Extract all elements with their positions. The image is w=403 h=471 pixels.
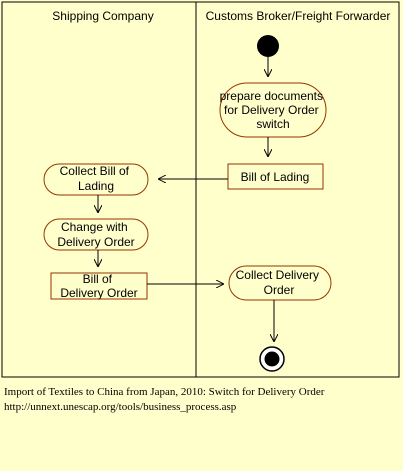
bill-delivery-line-1: Bill of: [83, 272, 113, 286]
object-bill-of-lading: [227, 163, 324, 190]
activity-collect-bill-of-lading-label: Collect Bill of Lading: [60, 164, 133, 193]
activity-collect-delivery-order-label: Collect Delivery Order: [236, 268, 323, 297]
prepare-documents-line-3: switch: [256, 117, 289, 131]
caption-title: Import of Textiles to China from Japan, …: [4, 386, 325, 398]
object-bill-of-delivery-order: [50, 272, 148, 300]
collect-delivery-line-2: Order: [264, 283, 295, 297]
activity-prepare-documents: [219, 82, 327, 138]
activity-collect-delivery-order: [228, 265, 332, 301]
lane-title-shipping-company: Shipping Company: [52, 9, 153, 23]
object-bill-of-lading-label: Bill of Lading: [241, 170, 310, 184]
swimlane-frame: [1, 1, 400, 378]
prepare-documents-line-1: prepare documents: [220, 89, 323, 103]
activity-collect-bill-of-lading: [43, 163, 149, 196]
object-bill-of-delivery-order-label: Bill of Delivery Order: [60, 272, 137, 300]
collect-bill-line-2: Lading: [78, 179, 114, 193]
activity-change-with-delivery-order: [43, 218, 149, 251]
bill-delivery-line-2: Delivery Order: [60, 286, 137, 300]
figure-caption: Import of Textiles to China from Japan, …: [4, 385, 324, 415]
caption-source-url: http://unnext.unescap.org/tools/business…: [4, 401, 237, 413]
change-line-1: Change with: [61, 220, 128, 234]
end-node: [259, 346, 285, 372]
start-node: [257, 35, 279, 57]
collect-delivery-line-1: Collect Delivery: [236, 268, 319, 282]
lane-title-customs-broker: Customs Broker/Freight Forwarder: [206, 9, 391, 23]
change-line-2: Delivery Order: [57, 235, 134, 249]
collect-bill-line-1: Collect Bill of: [60, 164, 130, 178]
activity-prepare-documents-label: prepare documents for Delivery Order swi…: [220, 89, 327, 131]
activity-change-with-delivery-order-label: Change with Delivery Order: [57, 220, 134, 249]
prepare-documents-line-2: for Delivery Order: [224, 103, 319, 117]
